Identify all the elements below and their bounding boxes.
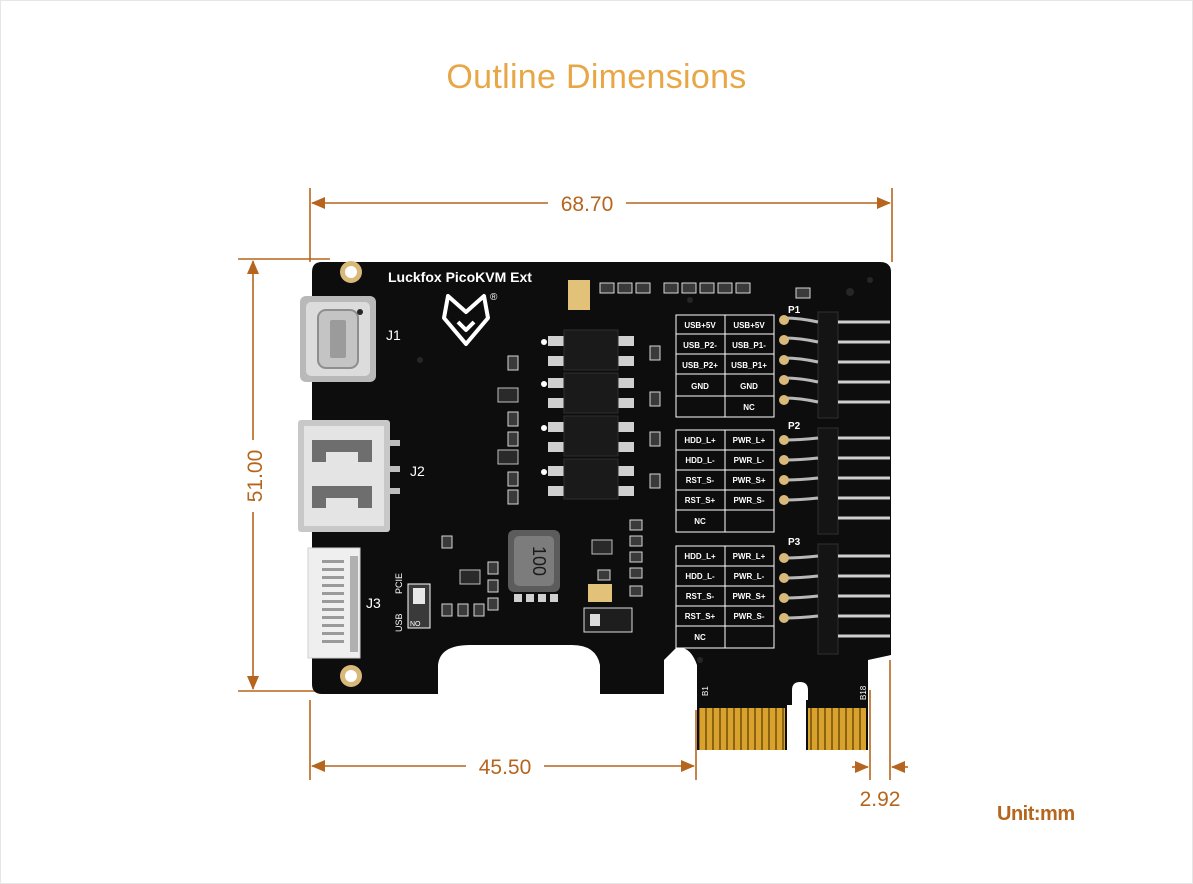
arrow-width-right <box>877 197 891 209</box>
mode-switch <box>407 583 431 629</box>
label-j3: J3 <box>366 595 381 611</box>
p3-row1-left: HDD_L+ <box>684 552 716 561</box>
p3-row4-left: RST_S+ <box>685 612 716 621</box>
smd-transistors <box>459 387 613 585</box>
p2-row2-right: PWR_L- <box>734 456 765 465</box>
arrow-pcie-right <box>681 760 695 772</box>
inductor-label: 100 <box>529 546 549 576</box>
header-label-p1: P1 <box>788 305 801 316</box>
header-label-p3: P3 <box>788 537 801 548</box>
edge-label-b1: B1 <box>701 686 710 696</box>
p3-row3-right: PWR_S+ <box>732 592 765 601</box>
dim-edge-label: 2.92 <box>860 788 901 811</box>
arrow-height-bottom <box>247 676 259 690</box>
p2-row1-left: HDD_L+ <box>684 436 716 445</box>
p1-row4-right: GND <box>740 382 758 391</box>
usb-c-connector-j1 <box>300 296 376 382</box>
p1-row1-left: USB+5V <box>684 321 716 330</box>
label-j1: J1 <box>386 327 401 343</box>
p2-row4-right: PWR_S- <box>733 496 764 505</box>
arrow-edge-left <box>855 761 869 773</box>
edge-label-b18: B18 <box>859 685 868 700</box>
p1-row3-left: USB_P2+ <box>682 361 718 370</box>
p3-row2-left: HDD_L- <box>685 572 715 581</box>
switch-label-usb: USB <box>394 613 404 632</box>
p2-row2-left: HDD_L- <box>685 456 715 465</box>
page-title: Outline Dimensions <box>446 58 747 96</box>
smd-passives <box>441 282 811 617</box>
p2-row4-left: RST_S+ <box>685 496 716 505</box>
optocoupler-ics <box>541 329 634 500</box>
p3-row4-right: PWR_S- <box>733 612 764 621</box>
p2-row3-right: PWR_S+ <box>732 476 765 485</box>
arrow-edge-right <box>891 761 905 773</box>
vias <box>357 277 873 663</box>
mosfet <box>583 607 633 633</box>
arrow-pcie-left <box>311 760 325 772</box>
p1-row2-left: USB_P2- <box>683 341 717 350</box>
dim-width-label: 68.70 <box>561 193 614 216</box>
p1-row4-left: GND <box>691 382 709 391</box>
p1-row5-right: NC <box>743 403 755 412</box>
p2-row5-left: NC <box>694 517 706 526</box>
p3-row1-right: PWR_L+ <box>733 552 766 561</box>
pcie-gold-fingers <box>697 700 868 750</box>
p2-row3-left: RST_S- <box>686 476 715 485</box>
pin-label-tables <box>675 314 775 649</box>
dim-pcie-label: 45.50 <box>479 756 532 779</box>
fpc-connector-j3 <box>307 547 361 659</box>
switch-label-pcie: PCIE <box>394 573 404 594</box>
p3-row2-right: PWR_L- <box>734 572 765 581</box>
mounting-holes <box>340 261 362 687</box>
fox-logo-icon <box>442 294 490 346</box>
unit-label: Unit:mm <box>997 803 1075 825</box>
pin-label-texts: USB+5V USB+5V USB_P2- USB_P1- USB_P2+ US… <box>682 321 767 642</box>
p1-row1-right: USB+5V <box>733 321 765 330</box>
pin-header-p2 <box>779 427 890 535</box>
board-name: Luckfox PicoKVM Ext <box>388 269 532 285</box>
gold-fingers-right <box>808 708 866 750</box>
p2-row1-right: PWR_L+ <box>733 436 766 445</box>
p3-row5-left: NC <box>694 633 706 642</box>
usb-a-connector-j2 <box>298 420 400 532</box>
dim-height-label: 51.00 <box>244 450 267 503</box>
arrow-width-left <box>311 197 325 209</box>
p1-row2-right: USB_P1- <box>732 341 766 350</box>
gold-fingers-left <box>699 708 785 750</box>
power-inductor <box>508 530 560 602</box>
p1-row3-right: USB_P1+ <box>731 361 767 370</box>
p3-row3-left: RST_S- <box>686 592 715 601</box>
tantalum-capacitors <box>568 280 612 602</box>
pin-header-p3 <box>779 543 890 655</box>
label-j2: J2 <box>410 463 425 479</box>
arrow-height-top <box>247 260 259 274</box>
pin-header-p1 <box>779 311 890 419</box>
header-label-p2: P2 <box>788 421 801 432</box>
registered-mark: ® <box>490 292 498 303</box>
switch-label-no: NO <box>410 621 421 628</box>
